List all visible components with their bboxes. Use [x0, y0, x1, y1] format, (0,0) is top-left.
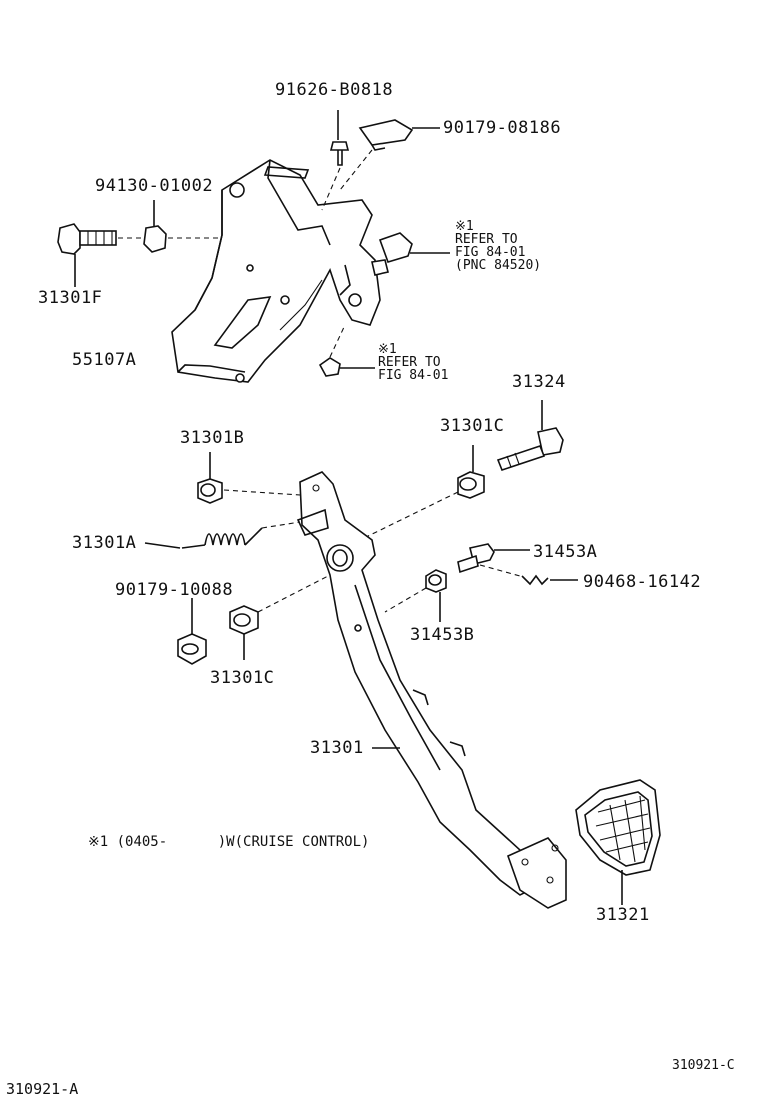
bushing-31301c-top — [359, 445, 485, 541]
cushion-31453b — [384, 569, 447, 622]
label-31301: 31301 — [310, 738, 364, 758]
pedal-pad-31321 — [575, 779, 661, 905]
clip-90468 — [479, 564, 578, 586]
label-31321: 31321 — [596, 905, 650, 925]
bolt-31301f — [57, 223, 117, 287]
refer-note-line: REFER TO — [455, 232, 518, 247]
label-90468-16142: 90468-16142 — [583, 572, 702, 592]
label-31324: 31324 — [512, 372, 566, 392]
nut-refer — [318, 324, 375, 377]
stopper-31453a — [457, 543, 530, 574]
pedal-bracket-55107a — [171, 159, 381, 383]
refer-note-line: REFER TO — [378, 355, 441, 370]
clip-nut-90179-08186 — [339, 119, 440, 191]
nut-90179-10088 — [177, 598, 207, 665]
pedal-arm-31301 — [296, 471, 567, 909]
label-31301f: 31301F — [38, 288, 103, 308]
stop-lamp-switch — [371, 232, 450, 276]
bolt-91626 — [321, 110, 350, 211]
label-31453a: 31453A — [533, 542, 598, 562]
label-90179-10088: 90179-10088 — [115, 580, 234, 600]
refer-note-mark: ※1 — [378, 342, 397, 357]
label-31301c-bottom: 31301C — [210, 668, 275, 688]
label-90179-08186: 90179-08186 — [443, 118, 562, 138]
spring-31301a — [144, 521, 301, 549]
diagram-code-left: 310921-A — [6, 1080, 79, 1098]
refer-note-switch: ※1 REFER TO FIG 84-01 (PNC 84520) — [455, 220, 541, 272]
label-31301a: 31301A — [72, 533, 137, 553]
refer-note-nut: ※1 REFER TO FIG 84-01 — [378, 343, 448, 382]
label-31301c-top: 31301C — [440, 416, 505, 436]
cruise-control-footnote: ※1 (0405- )W(CRUISE CONTROL) — [88, 834, 370, 850]
diagram-code-right: 310921-C — [672, 1058, 735, 1073]
bushing-31301b — [197, 452, 301, 504]
bolt-31324 — [496, 400, 564, 471]
refer-note-mark: ※1 — [455, 219, 474, 234]
label-91626-b0818: 91626-B0818 — [275, 80, 394, 100]
refer-note-pnc: (PNC 84520) — [455, 258, 542, 273]
refer-note-fig: FIG 84-01 — [378, 368, 449, 383]
refer-note-fig: FIG 84-01 — [455, 245, 526, 260]
bushing-31301c-bottom — [229, 574, 331, 660]
nut-94130 — [118, 200, 218, 253]
label-55107a: 55107A — [72, 350, 137, 370]
label-31301b: 31301B — [180, 428, 245, 448]
label-94130-01002: 94130-01002 — [95, 176, 214, 196]
label-31453b: 31453B — [410, 625, 475, 645]
